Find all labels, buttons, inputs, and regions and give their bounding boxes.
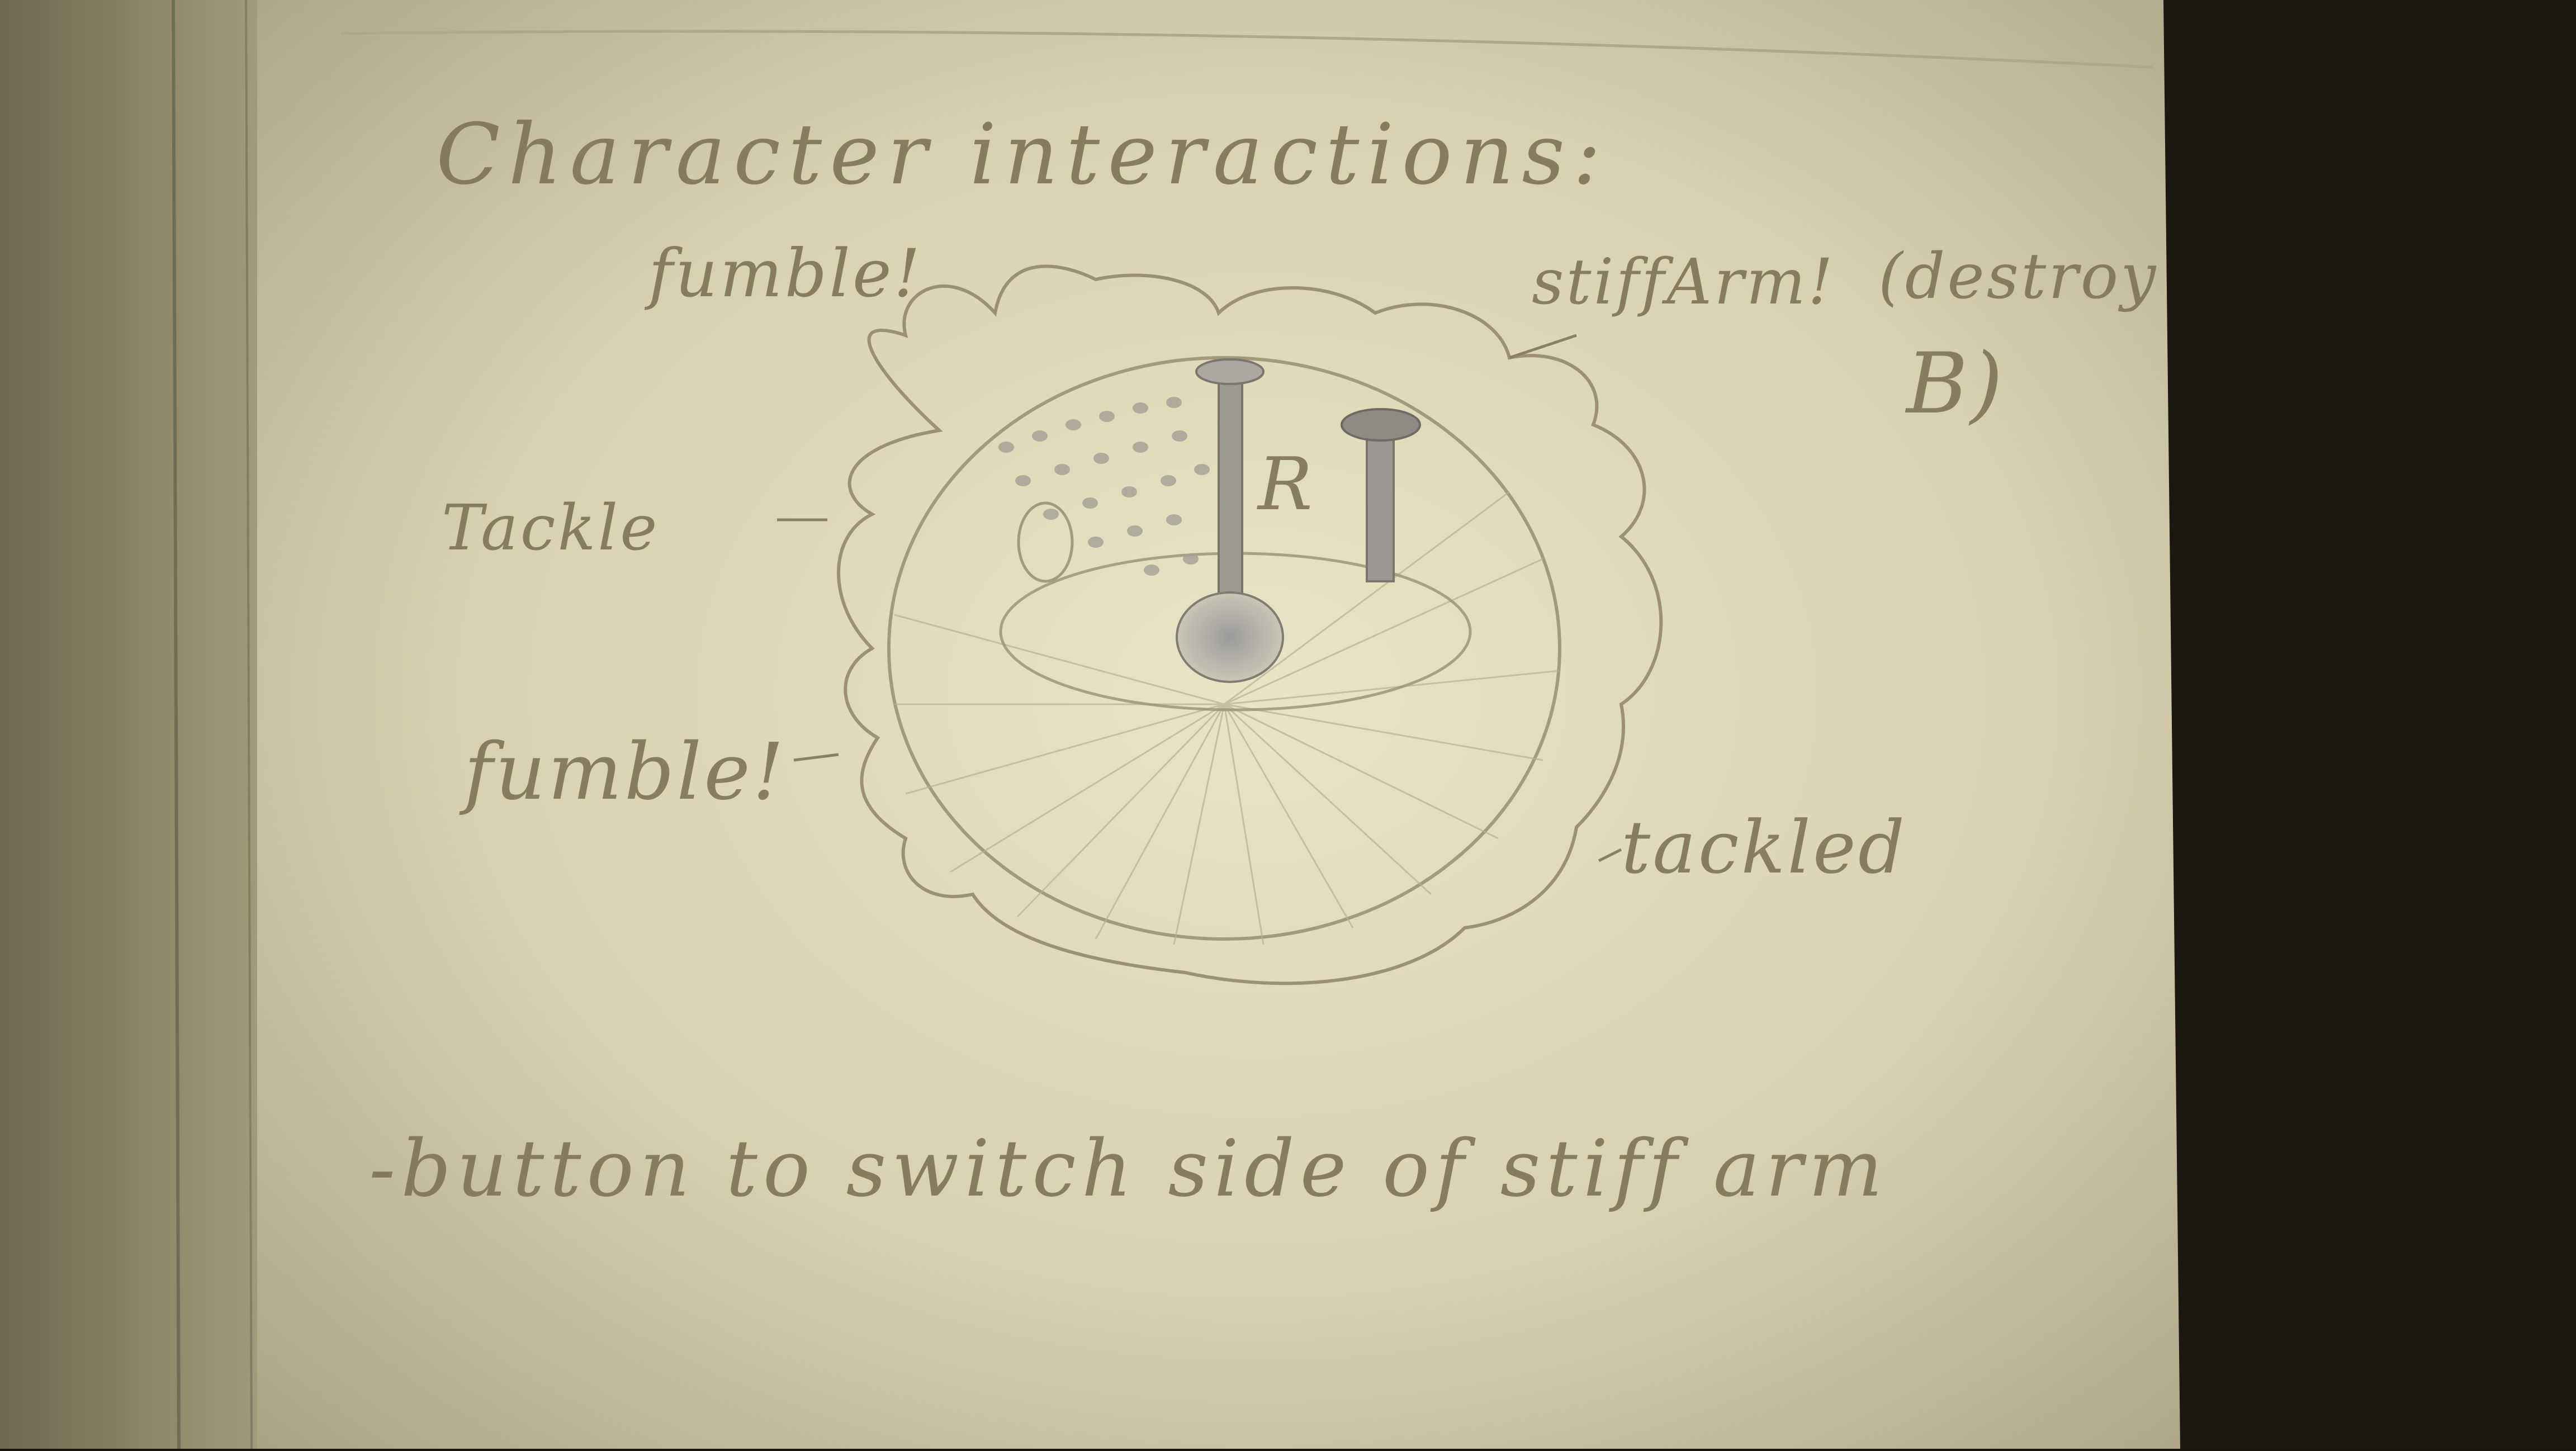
label-tackled: tackled: [1621, 805, 1907, 890]
button-note: -button to switch side of stiff arm: [369, 1123, 1888, 1215]
page-title: Character interactions:: [436, 106, 1609, 203]
binding-line-2: [245, 0, 253, 1449]
label-tackle: Tackle: [442, 492, 660, 565]
burst-outline: [837, 264, 1663, 985]
dotted-zone: [998, 397, 1210, 576]
label-fumble-top: fumble!: [648, 235, 923, 312]
label-stiff-arm: stiffArm!: [1532, 246, 1835, 319]
label-r-button: R: [1258, 442, 1315, 527]
label-pointers: [777, 334, 1622, 862]
top-rule: [340, 30, 2153, 69]
paper-page: [257, 0, 2180, 1449]
stiff-arm-post: [1176, 358, 1284, 683]
left-page-edge: [0, 0, 263, 1449]
binding-line: [172, 0, 181, 1449]
label-fumble-bottom: fumble!: [464, 727, 787, 818]
small-figure: [1017, 501, 1074, 583]
right-post: [1341, 408, 1421, 582]
shading-rays: [894, 491, 1560, 945]
label-destroy-b: B): [1906, 335, 2005, 433]
label-destroy: (destroy: [1878, 240, 2158, 313]
field-circle: [887, 356, 1561, 941]
